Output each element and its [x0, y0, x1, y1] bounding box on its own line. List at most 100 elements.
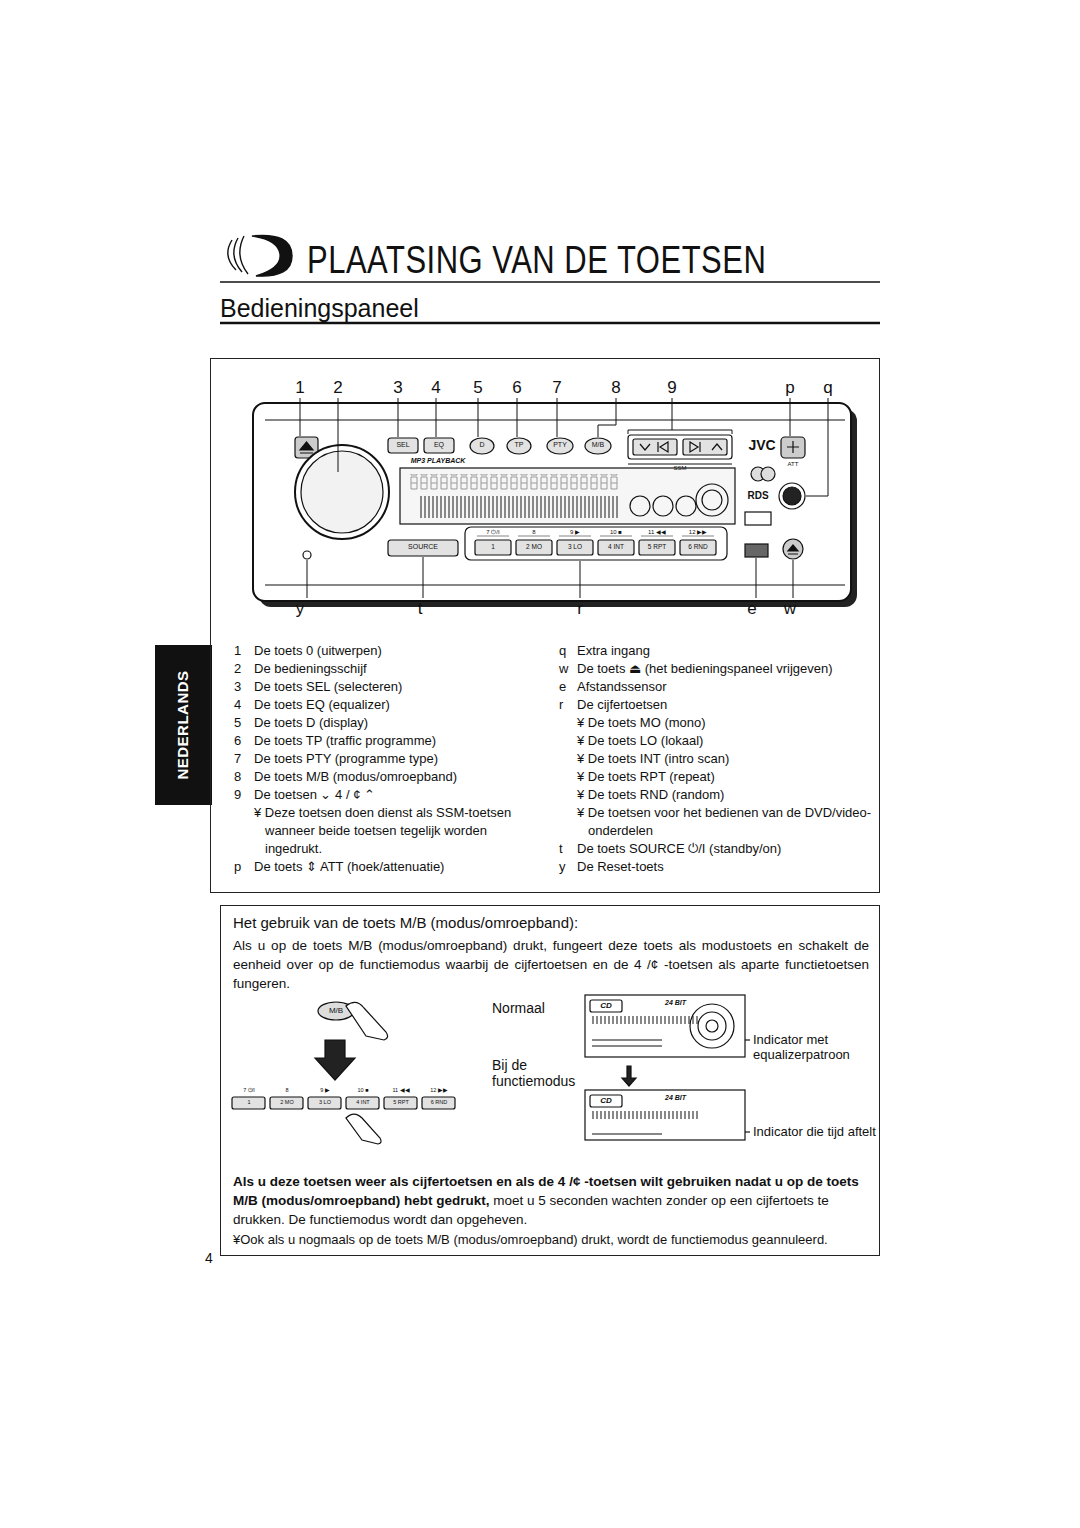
- display-logo: 24 BIT: [665, 1094, 686, 1102]
- callout-number: 3: [393, 378, 402, 398]
- key-description: De toets EQ (equalizer): [254, 696, 546, 714]
- callout-number: 9: [667, 378, 676, 398]
- key-number: p: [234, 858, 241, 876]
- callout-number: p: [785, 378, 794, 398]
- callout-number: 1: [295, 378, 304, 398]
- button-label: 1: [247, 1099, 250, 1105]
- button-label: M/B: [592, 441, 604, 449]
- key-number: t: [559, 840, 563, 858]
- callout-number: 2: [333, 378, 342, 398]
- key-number: w: [559, 660, 568, 678]
- key-description: De toets D (display): [254, 714, 546, 732]
- button-label: 1: [491, 543, 495, 550]
- mb-illustration: [232, 995, 750, 1144]
- bullet-note: ¥Ook als u nogmaals op de toets M/B (mod…: [233, 1231, 869, 1249]
- callout-number: 8: [611, 378, 620, 398]
- button-label: 9 ▶: [320, 1087, 330, 1093]
- key-description: De bedieningsschijf: [254, 660, 546, 678]
- body-text: Als u op de toets M/B (modus/omroepband)…: [233, 936, 869, 993]
- button-label: 12 ▶▶: [689, 529, 707, 536]
- key-description: De toets ⏏ (het bedieningspaneel vrijgev…: [577, 660, 877, 678]
- key-number: 1: [234, 642, 241, 660]
- title-icon: [228, 235, 292, 276]
- key-description: De toets TP (traffic programme): [254, 732, 546, 750]
- button-label: 7 ⏻/I: [243, 1087, 255, 1093]
- rule: [220, 322, 880, 325]
- callout-number: t: [418, 599, 423, 619]
- indicator-label: Indicator met equalizerpatroon: [753, 1033, 883, 1063]
- button-label: 8: [285, 1087, 288, 1093]
- key-description: ¥ De toets RPT (repeat): [577, 768, 877, 786]
- leader-lines: [300, 398, 828, 598]
- callout-number: 4: [431, 378, 440, 398]
- key-number: 5: [234, 714, 241, 732]
- control-panel: [253, 403, 857, 607]
- key-number: 4: [234, 696, 241, 714]
- button-label: 6 RND: [431, 1099, 448, 1105]
- button-label: 5 RPT: [393, 1099, 409, 1105]
- callout-number: 6: [512, 378, 521, 398]
- button-label: 3 LO: [319, 1099, 331, 1105]
- state-label: Normaal: [492, 1000, 545, 1016]
- button-label: EQ: [434, 441, 444, 449]
- button-label: SSM: [673, 465, 686, 472]
- key-description: ¥ De toets LO (lokaal): [577, 732, 877, 750]
- key-frame: 1 De toets 0 (uitwerpen) 2 De bedieningssch…: [210, 358, 880, 893]
- callout-number: r: [577, 599, 583, 619]
- button-label: D: [479, 441, 484, 449]
- key-description: De toets SEL (selecteren): [254, 678, 546, 696]
- key-description: Extra ingang: [577, 642, 877, 660]
- key-description: De cijfertoetsen: [577, 696, 877, 714]
- callout-number: 5: [473, 378, 482, 398]
- button-label: 12 ▶▶: [430, 1087, 448, 1093]
- button-label: ATT: [788, 461, 799, 468]
- key-description: ¥ De toets RND (random): [577, 786, 877, 804]
- button-label: SEL: [396, 441, 409, 449]
- button-label: SOURCE: [408, 543, 438, 551]
- key-number: 8: [234, 768, 241, 786]
- callout-number: 7: [552, 378, 561, 398]
- button-label: 4 INT: [608, 543, 624, 550]
- button-label: 4 INT: [356, 1099, 369, 1105]
- key-number: y: [559, 858, 566, 876]
- key-description: Afstandssensor: [577, 678, 877, 696]
- button-label: 2 MO: [526, 543, 542, 550]
- key-number: 9: [234, 786, 241, 804]
- key-number: 6: [234, 732, 241, 750]
- key-number: 7: [234, 750, 241, 768]
- key-description: De toets M/B (modus/omroepband): [254, 768, 546, 786]
- key-description: De toets PTY (programme type): [254, 750, 546, 768]
- display-logo: 24 BIT: [665, 999, 686, 1007]
- note-paragraph: Als u deze toetsen weer als cijfertoetse…: [233, 1172, 869, 1229]
- key-description: De toets 0 (uitwerpen): [254, 642, 546, 660]
- callout-number: y: [296, 599, 305, 619]
- button-label: 7 ⏻/I: [486, 529, 499, 536]
- key-number: r: [559, 696, 563, 714]
- key-number: 2: [234, 660, 241, 678]
- page-title: PLAATSING VAN DE TOETSEN: [307, 238, 766, 283]
- key-number: 3: [234, 678, 241, 696]
- button-label: TP: [515, 441, 524, 449]
- key-description: ¥ Deze toetsen doen dienst als SSM-toets…: [254, 804, 546, 858]
- brand-logo: JVC: [748, 437, 775, 453]
- button-label: 11 ◀◀: [392, 1087, 409, 1093]
- button-label: PTY: [553, 441, 567, 449]
- button-label: 2 MO: [280, 1099, 293, 1105]
- key-description: ¥ De toets INT (intro scan): [577, 750, 877, 768]
- key-description: De Reset-toets: [577, 858, 877, 876]
- page-number: 4: [205, 1250, 213, 1266]
- key-description: De toets ⇕ ATT (hoek/attenuatie): [254, 858, 546, 876]
- key-number: q: [559, 642, 566, 660]
- display-logo: CD: [600, 1001, 612, 1010]
- key-description: ¥ De toetsen voor het bedienen van de DV…: [577, 804, 877, 840]
- indicator-label: Indicator die tijd aftelt: [753, 1125, 883, 1140]
- button-label: 10 ■: [358, 1087, 369, 1093]
- display-logo: RDS: [747, 490, 768, 502]
- display-logo: MP3 PLAYBACK: [411, 457, 466, 465]
- display-logo: CD: [600, 1096, 612, 1105]
- button-label: 9 ▶: [570, 529, 580, 536]
- callout-number: w: [784, 599, 796, 619]
- callout-number: q: [823, 378, 832, 398]
- state-label: Bij de functiemodus: [492, 1057, 587, 1089]
